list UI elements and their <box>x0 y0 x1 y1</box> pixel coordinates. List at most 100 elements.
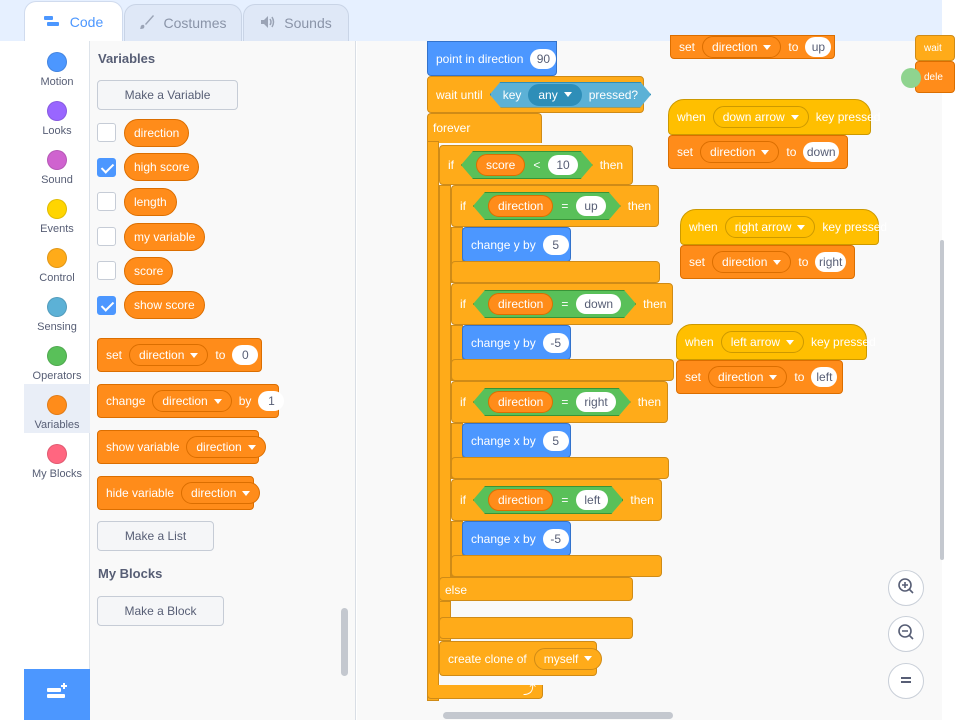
up-value-input[interactable]: up <box>576 196 605 216</box>
show-var-dropdown[interactable]: direction <box>186 436 266 458</box>
create-clone-block[interactable]: create clone of myself <box>439 641 603 676</box>
change-y-5-block[interactable]: change y by 5 <box>462 227 571 262</box>
change-x-5-block[interactable]: change x by 5 <box>462 423 571 458</box>
checkbox-high-score[interactable] <box>97 158 116 177</box>
key-dropdown[interactable]: any <box>528 84 581 106</box>
category-control[interactable]: Control <box>24 242 90 290</box>
set-var-dropdown[interactable]: direction <box>712 251 792 273</box>
if-right-block[interactable]: if direction = right then <box>451 381 668 423</box>
direction-eq-right-operator[interactable]: direction = right <box>473 388 631 416</box>
offscreen-delete-block[interactable]: dele <box>901 61 955 93</box>
workspace-vertical-scrollbar[interactable] <box>940 240 944 560</box>
hide-var-dropdown[interactable]: direction <box>181 482 261 504</box>
make-variable-button[interactable]: Make a Variable <box>97 80 238 110</box>
category-motion[interactable]: Motion <box>24 46 90 94</box>
change-y-m5-block[interactable]: change y by -5 <box>462 325 571 360</box>
direction-reporter[interactable]: direction <box>488 489 553 511</box>
category-looks[interactable]: Looks <box>24 95 90 143</box>
set-var-dropdown[interactable]: direction <box>129 344 209 366</box>
wait-until-block[interactable]: wait until key any pressed? <box>427 76 644 113</box>
point-direction-block[interactable]: point in direction 90 <box>427 41 557 76</box>
direction-reporter[interactable]: direction <box>488 391 553 413</box>
set-direction-left-block[interactable]: set direction to left <box>676 360 843 394</box>
offscreen-wait-block[interactable]: wait <box>915 35 955 61</box>
category-sound[interactable]: Sound <box>24 144 90 192</box>
set-down-input[interactable]: down <box>803 142 839 162</box>
category-events[interactable]: Events <box>24 193 90 241</box>
tab-sounds[interactable]: Sounds <box>243 4 349 41</box>
set-right-input[interactable]: right <box>815 252 846 272</box>
workspace-horizontal-scrollbar[interactable] <box>443 712 673 719</box>
score-value-input[interactable]: 10 <box>548 155 577 175</box>
when-right-arrow-hat[interactable]: when right arrow key pressed <box>680 209 887 245</box>
hide-variable-block[interactable]: hide variable direction <box>97 476 261 510</box>
set-up-input[interactable]: up <box>805 37 832 57</box>
change-x-m5-block[interactable]: change x by -5 <box>462 521 571 556</box>
right-value-input[interactable]: right <box>576 392 615 412</box>
if-left-block[interactable]: if direction = left then <box>451 479 662 521</box>
score-lt-operator[interactable]: score < 10 <box>461 151 593 179</box>
set-var-dropdown[interactable]: direction <box>708 366 788 388</box>
set-var-dropdown[interactable]: direction <box>702 36 782 58</box>
else-section[interactable] <box>439 577 633 601</box>
var-length[interactable]: length <box>124 188 177 216</box>
show-variable-block[interactable]: show variable direction <box>97 430 266 464</box>
checkbox-my-variable[interactable] <box>97 227 116 246</box>
if-down-block[interactable]: if direction = down then <box>451 283 673 325</box>
change-var-dropdown[interactable]: direction <box>152 390 232 412</box>
direction-reporter[interactable]: direction <box>488 195 553 217</box>
change-y-m5-input[interactable]: -5 <box>542 332 569 353</box>
set-variable-block[interactable]: set direction to 0 <box>97 338 262 372</box>
category-variables[interactable]: Variables <box>24 384 90 433</box>
checkbox-direction[interactable] <box>97 123 116 142</box>
zoom-in-button[interactable] <box>888 570 924 606</box>
checkbox-length[interactable] <box>97 192 116 211</box>
when-down-arrow-hat[interactable]: when down arrow key pressed <box>668 99 880 135</box>
set-direction-right-block[interactable]: set direction to right <box>680 245 855 279</box>
point-direction-input[interactable]: 90 <box>530 48 557 69</box>
key-dropdown[interactable]: right arrow <box>724 216 816 238</box>
forever-block[interactable] <box>427 113 542 143</box>
palette-scrollbar[interactable] <box>341 608 348 676</box>
left-value-input[interactable]: left <box>576 490 608 510</box>
set-direction-up-block[interactable]: set direction to up <box>670 35 835 59</box>
checkbox-show-score[interactable] <box>97 296 116 315</box>
direction-eq-up-operator[interactable]: direction = up <box>473 192 621 220</box>
key-dropdown[interactable]: down arrow <box>712 106 809 128</box>
var-show-score[interactable]: show score <box>124 291 205 319</box>
score-reporter[interactable]: score <box>476 154 525 176</box>
checkbox-score[interactable] <box>97 261 116 280</box>
make-list-button[interactable]: Make a List <box>97 521 214 551</box>
if-up-block[interactable]: if direction = up then <box>451 185 659 227</box>
down-value-input[interactable]: down <box>576 294 621 314</box>
make-block-button[interactable]: Make a Block <box>97 596 224 626</box>
direction-eq-left-operator[interactable]: direction = left <box>473 486 623 514</box>
var-high-score[interactable]: high score <box>124 153 200 181</box>
zoom-reset-button[interactable] <box>888 663 924 699</box>
category-sensing[interactable]: Sensing <box>24 291 90 339</box>
category-operators[interactable]: Operators <box>24 340 90 388</box>
set-left-input[interactable]: left <box>811 367 838 387</box>
script-workspace[interactable]: point in direction 90 wait until key any… <box>357 35 955 720</box>
tab-code[interactable]: Code <box>24 1 123 42</box>
set-value-input[interactable]: 0 <box>232 345 259 365</box>
category-myblocks[interactable]: My Blocks <box>24 438 90 486</box>
if-score-block[interactable]: if score < 10 then <box>439 145 633 185</box>
set-var-dropdown[interactable]: direction <box>700 141 780 163</box>
change-y-5-input[interactable]: 5 <box>542 234 569 255</box>
set-direction-down-block[interactable]: set direction to down <box>668 135 848 169</box>
change-value-input[interactable]: 1 <box>258 391 285 411</box>
change-x-m5-input[interactable]: -5 <box>542 528 569 549</box>
key-pressed-sensing[interactable]: key any pressed? <box>490 82 651 108</box>
add-extension-button[interactable] <box>24 669 90 720</box>
var-direction[interactable]: direction <box>124 119 190 147</box>
direction-reporter[interactable]: direction <box>488 293 553 315</box>
key-dropdown[interactable]: left arrow <box>720 331 805 353</box>
direction-eq-down-operator[interactable]: direction = down <box>473 290 636 318</box>
var-score[interactable]: score <box>124 257 174 285</box>
zoom-out-button[interactable] <box>888 616 924 652</box>
change-x-5-input[interactable]: 5 <box>542 430 569 451</box>
tab-costumes[interactable]: Costumes <box>124 4 242 41</box>
clone-target-dropdown[interactable]: myself <box>533 647 603 670</box>
when-left-arrow-hat[interactable]: when left arrow key pressed <box>676 324 876 360</box>
